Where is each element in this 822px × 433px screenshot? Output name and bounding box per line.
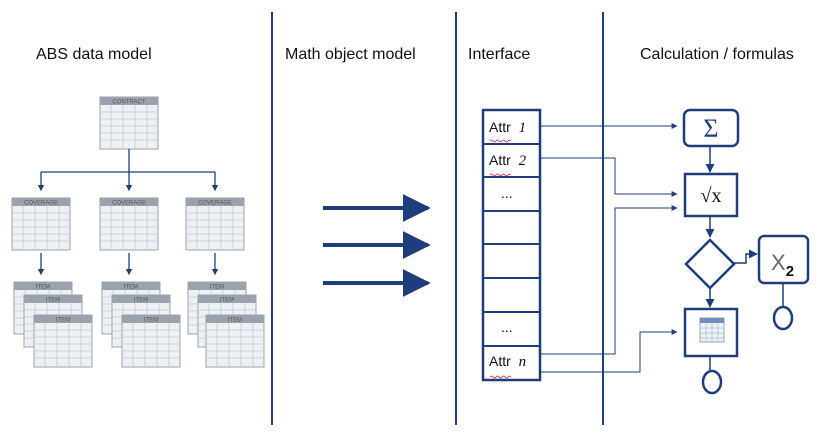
svg-text:CONTRACT: CONTRACT [112,100,146,106]
x2-box [757,234,810,285]
interface-row-2: Attr 2 [489,152,526,170]
svg-text:COVERAGE: COVERAGE [198,201,232,207]
svg-text:COVERAGE: COVERAGE [24,201,58,207]
end-terminal-2 [701,369,723,395]
interface-row-label: Attr [489,152,511,168]
sum-symbol: Σ [703,114,718,143]
svg-text:ITEM: ITEM [124,285,138,291]
coverage-table-1: COVERAGE [11,197,71,251]
interface-connectors [540,123,678,373]
interface-row-7: ... [501,319,513,335]
item-stack-1: ITEM ITEM ITEM [13,281,93,368]
item-stack-2: ITEM ITEM ITEM [101,281,181,368]
svg-text:ITEM: ITEM [210,285,224,291]
table-icon [699,317,725,343]
svg-text:COVERAGE: COVERAGE [112,201,146,207]
svg-text:ITEM: ITEM [36,285,50,291]
header-calculation-formulas: Calculation / formulas [640,46,794,63]
coverage-table-3: COVERAGE [185,197,245,251]
svg-text:ITEM: ITEM [46,298,60,304]
x2-base: X [771,250,786,275]
svg-text:ITEM: ITEM [228,318,242,324]
decision-diamond [684,238,736,290]
interface-row-8: Attr n [489,353,526,371]
interface-box [481,108,542,382]
sqrt-box [683,172,739,218]
end-terminal-1 [772,305,794,331]
tree-connectors [37,149,219,276]
header-math-object-model: Math object model [285,46,416,63]
flow-connectors [705,146,784,370]
item-stack-3: ITEM ITEM ITEM [187,281,265,368]
sum-box [682,108,740,148]
interface-row-index: 2 [518,153,527,169]
x2-sub: 2 [786,263,794,280]
header-interface: Interface [468,46,531,63]
transform-arrows [323,194,431,297]
interface-row-3: ... [501,185,513,201]
svg-text:ITEM: ITEM [220,298,234,304]
header-abs-data-model: ABS data model [36,46,152,63]
contract-table: CONTRACT [99,96,159,150]
interface-row-index: 1 [518,120,527,136]
svg-text:ITEM: ITEM [134,298,148,304]
interface-row-index: n [518,354,527,370]
interface-row-1: Attr 1 [489,119,526,137]
interface-row-label: Attr [489,119,511,135]
svg-text:X2: X2 [771,250,794,280]
sqrt-symbol: √x [701,185,722,207]
interface-row-label: Attr [489,353,511,369]
coverage-table-2: COVERAGE [99,197,159,251]
svg-text:ITEM: ITEM [144,318,158,324]
svg-text:ITEM: ITEM [56,318,70,324]
